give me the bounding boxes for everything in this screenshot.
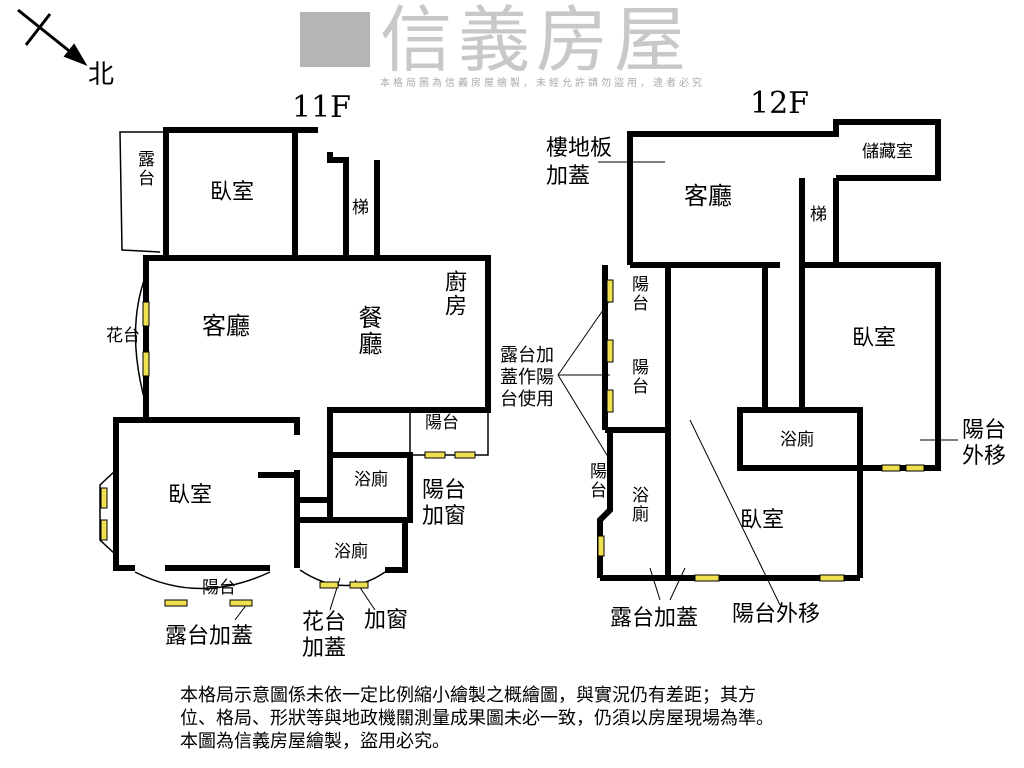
room-bath: 浴廁 <box>354 470 388 490</box>
note-terrace-cover: 露台加蓋 <box>165 624 254 649</box>
note-floor-cover: 樓地板加蓋 <box>546 136 613 189</box>
note-terrace-as-balcony: 露台加蓋作陽台使用 <box>500 345 554 410</box>
disclaimer-line: 本圖為信義房屋繪製，盜用必究。 <box>180 731 450 752</box>
room-living: 客廳 <box>684 182 732 210</box>
note-balcony-move: 陽台外移 <box>732 602 821 627</box>
room-balcony: 陽台 <box>586 462 606 500</box>
note-terrace-cover: 露台加蓋 <box>610 606 699 631</box>
note-balcony-window: 陽台加窗 <box>422 478 467 529</box>
leader-lines <box>234 161 958 621</box>
disclaimer: 本格局示意圖係未依一定比例縮小繪製之概繪圖，與實況仍有差距；其方 位、格局、形狀… <box>180 684 774 753</box>
watermark-logo <box>300 12 370 67</box>
room-bedroom: 臥室 <box>852 326 897 351</box>
room-kitchen: 廚房 <box>441 270 466 318</box>
disclaimer-line: 位、格局、形狀等與地政機關測量成果圖未必一致，仍須以房屋現場為準。 <box>180 708 774 729</box>
room-balcony: 陽台 <box>628 275 648 313</box>
room-stairs: 梯 <box>352 198 369 218</box>
floor-12-title: 12F <box>750 86 809 121</box>
room-living: 客廳 <box>202 312 250 340</box>
room-bath: 浴廁 <box>334 542 368 562</box>
disclaimer-line: 本格局示意圖係未依一定比例縮小繪製之概繪圖，與實況仍有差距；其方 <box>180 685 756 706</box>
note-planter-cover: 花台加蓋 <box>302 610 347 661</box>
walls-12f <box>597 119 941 581</box>
floor-11-title: 11F <box>292 90 351 125</box>
compass-arrow <box>17 8 88 66</box>
room-dining: 餐廳 <box>354 305 382 357</box>
windows <box>100 279 925 607</box>
room-balcony: 陽台 <box>628 358 648 396</box>
note-balcony-move: 陽台外移 <box>962 418 1007 469</box>
room-storage: 儲藏室 <box>862 142 913 162</box>
room-terrace: 露台 <box>134 150 154 188</box>
room-bedroom: 臥室 <box>740 508 785 533</box>
room-balcony: 陽台 <box>202 578 236 598</box>
room-bedroom: 臥室 <box>168 483 213 508</box>
room-planter: 花台 <box>106 326 140 346</box>
watermark-notice: 本格局圖為信義房屋繪製，未經允許請勿盜用，違者必究 <box>380 78 705 89</box>
room-bath: 浴廁 <box>780 430 814 450</box>
note-add-window: 加窗 <box>364 608 409 633</box>
room-balcony: 陽台 <box>425 413 459 433</box>
watermark-brand: 信義房屋 <box>380 0 693 82</box>
room-bath: 浴廁 <box>628 486 648 524</box>
room-bedroom: 臥室 <box>210 180 255 205</box>
compass-north: 北 <box>88 60 115 90</box>
room-stairs: 梯 <box>810 205 827 225</box>
